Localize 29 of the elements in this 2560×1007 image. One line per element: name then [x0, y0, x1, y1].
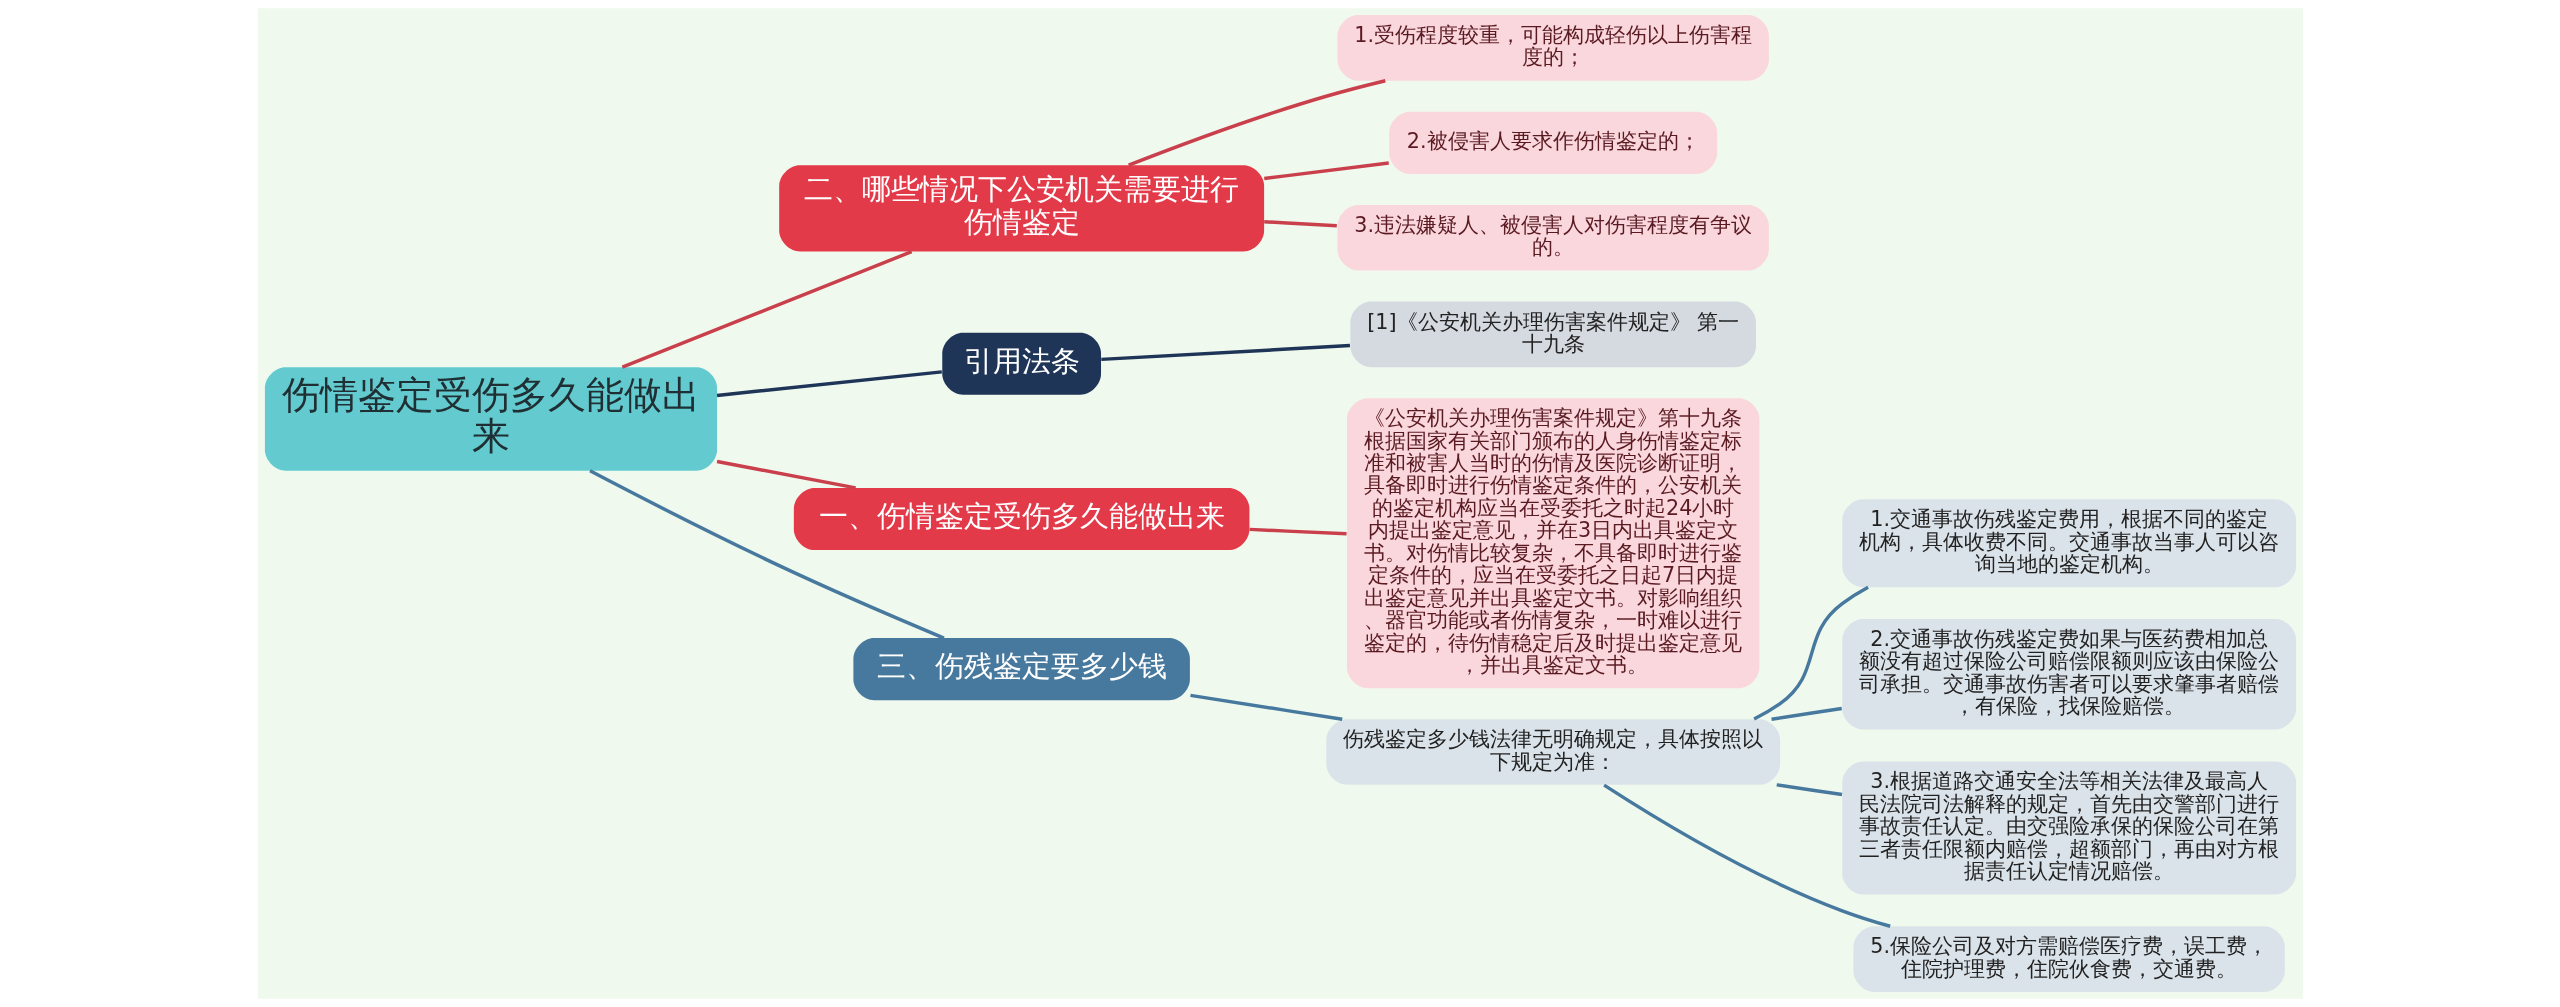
- node-box: 2.被侵害人要求作伤情鉴定的；: [1388, 111, 1717, 174]
- node-box: 三、伤残鉴定要多少钱: [852, 638, 1190, 701]
- node-box: 引用法条: [941, 332, 1101, 395]
- node-box: 5.保险公司及对方需赔偿医疗费，误工费，住院护理费，住院伙食费，交通费。: [1852, 926, 2285, 992]
- node-box: 《公安机关办理伤害案件规定》第十九条根据国家有关部门颁布的人身伤情鉴定标准和被害人当时的伤情及医院诊断证明，具备即时进行伤情鉴定条件的，公安机关的鉴定机构应当在受委托之时起24小时内提出鉴定意见，并在3日内出具鉴定文书。对伤情比较复杂，不具备即时进行鉴定条件的，应当在受委托之日起7日内提出鉴定意见并出具鉴定文书。对影响组织、器官功能或者伤情复杂，一时难以进行鉴定的，待伤情稳定后及时提出鉴定意见，并出具鉴定文书。: [1346, 398, 1759, 689]
- connector: [1602, 783, 1891, 928]
- connector: [1752, 585, 1869, 721]
- connector: [1249, 527, 1347, 536]
- node-box: 二、哪些情况下公安机关需要进行伤情鉴定: [778, 165, 1264, 252]
- node-box: [1]《公安机关办理伤害案件规定》 第一十九条: [1349, 301, 1756, 368]
- node-box: 3.违法嫌疑人、被侵害人对伤害程度有争议的。: [1336, 204, 1769, 271]
- node-box: 2.交通事故伤残鉴定费如果与医药费相加总额没有超过保险公司赔偿限额则应该由保险公司承担。交通事故伤害者可以要求肇事者赔偿，有保险，找保险赔偿。: [1841, 619, 2296, 730]
- connector: [1770, 706, 1842, 721]
- connector: [716, 459, 856, 490]
- connector: [1263, 161, 1389, 181]
- connector: [1775, 783, 1842, 797]
- node-box: 伤残鉴定多少钱法律无明确规定，具体按照以下规定为准：: [1325, 719, 1780, 785]
- node-box: 一、伤情鉴定受伤多久能做出来: [793, 487, 1249, 551]
- node-box: 1.交通事故伤残鉴定费用，根据不同的鉴定机构，具体收费不同。交通事故当事人可以咨询当地的鉴定机构。: [1841, 499, 2296, 588]
- connector: [1189, 693, 1343, 721]
- node-box: 1.受伤程度较重，可能构成轻伤以上伤害程度的；: [1336, 15, 1769, 81]
- node-box: 伤情鉴定受伤多久能做出来: [264, 367, 717, 471]
- connector: [621, 250, 912, 369]
- connector: [1263, 220, 1337, 228]
- connector: [1127, 79, 1386, 167]
- connector: [588, 469, 945, 640]
- connector: [716, 370, 942, 398]
- connector: [1100, 343, 1350, 362]
- node-box: 3.根据道路交通安全法等相关法律及最高人民法院司法解释的规定，首先由交警部门进行事故责任认定。由交强险承保的保险公司在第三者责任限额内赔偿，超额部门，再由对方根据责任认定情况赔偿。: [1841, 761, 2296, 895]
